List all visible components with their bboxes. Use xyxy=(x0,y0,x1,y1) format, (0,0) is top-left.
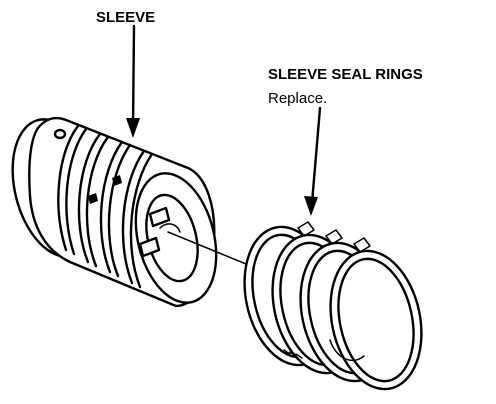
replace-instruction: Replace. xyxy=(268,90,327,107)
sleeve-seal-rings xyxy=(243,221,423,391)
sleeve-leader-arrow xyxy=(126,24,140,138)
seal-rings-leader-arrow xyxy=(304,106,322,216)
sleeve-label: SLEEVE xyxy=(96,9,155,26)
sleeve xyxy=(11,116,218,308)
sleeve-seal-rings-label: SLEEVE SEAL RINGS xyxy=(268,66,423,83)
